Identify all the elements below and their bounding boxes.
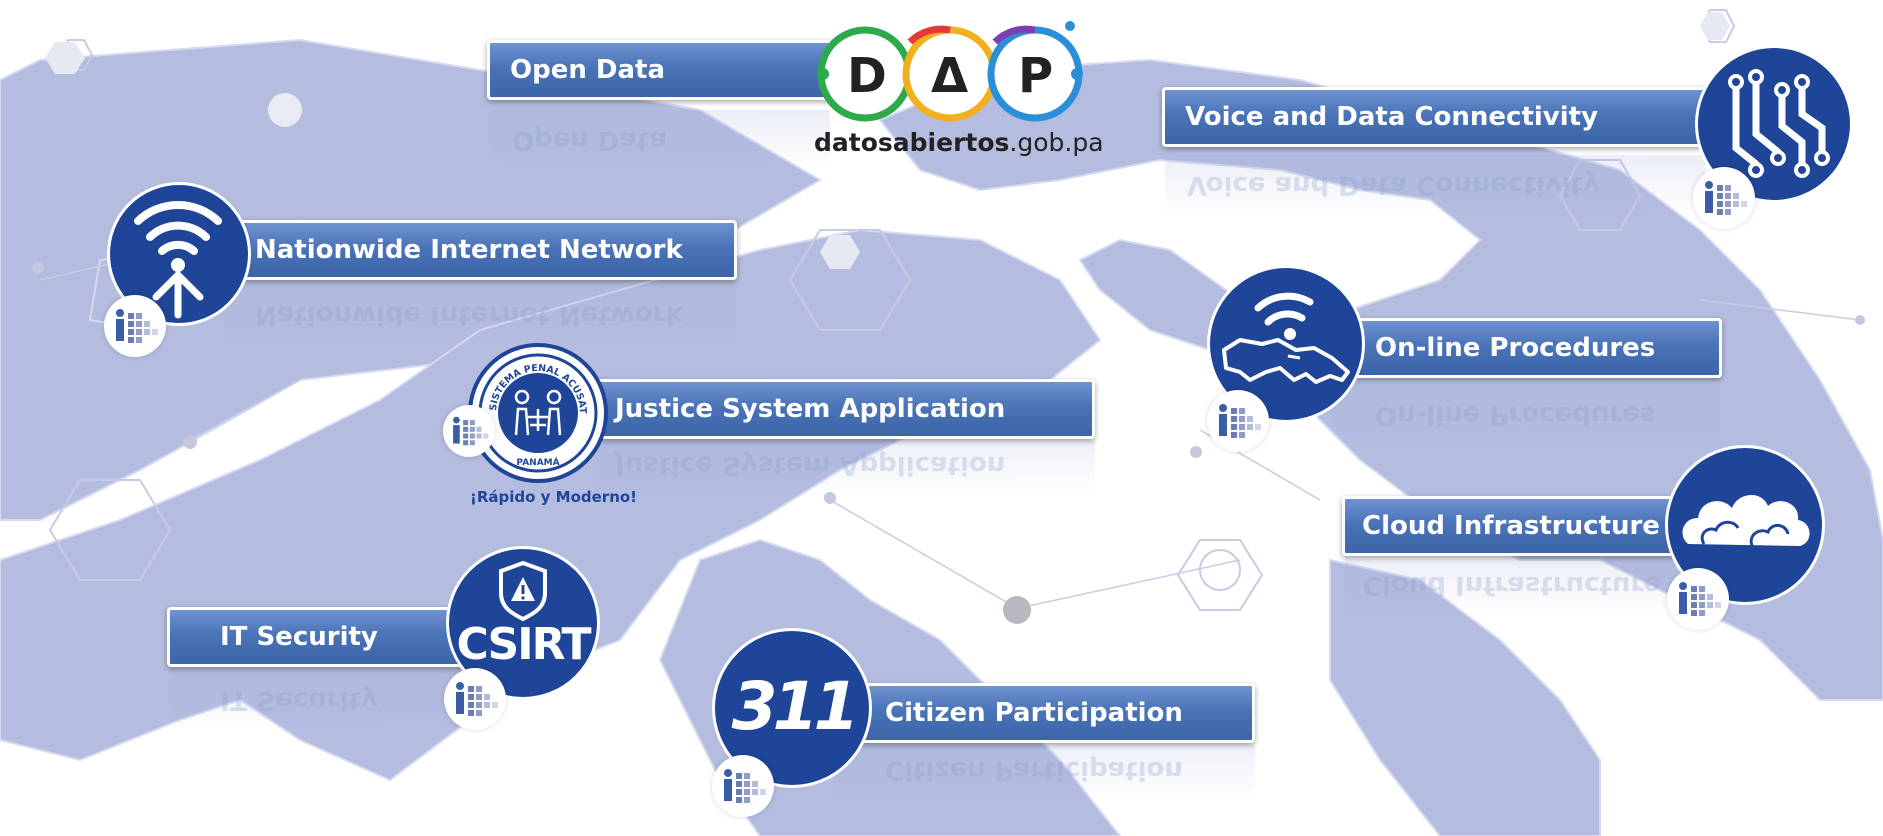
info-badge-internet[interactable] [104, 295, 166, 357]
banner-online-procedures[interactable]: On-line Procedures [1327, 318, 1722, 378]
reflection-citizen: Citizen Participation [835, 740, 1255, 800]
seal-bottom-text: PANAMÁ [516, 456, 559, 468]
info-grid-icon [453, 416, 489, 446]
banner-label: Cloud Infrastructure [1362, 511, 1660, 541]
info-badge-citizen[interactable] [712, 755, 774, 817]
logo-letter-delta: Δ [931, 48, 969, 104]
banner-label: On-line Procedures [1375, 333, 1656, 363]
csirt-circle: CSIRT [446, 546, 600, 700]
info-badge-voice[interactable] [1693, 167, 1755, 229]
info-badge-it-security[interactable] [444, 668, 506, 730]
banner-label: Voice and Data Connectivity [1185, 102, 1599, 132]
panama-wifi-icon [1222, 292, 1350, 384]
info-grid-icon [1219, 404, 1261, 438]
dap-rings-icon [817, 21, 1083, 122]
circuit-icon [1728, 69, 1830, 178]
wifi-upload-icon [134, 201, 222, 319]
cloud-icon [1682, 494, 1810, 547]
info-grid-icon [1679, 582, 1721, 616]
info-badge-justice[interactable] [443, 405, 495, 457]
logo-letter-p: P [1018, 48, 1054, 104]
banner-label: Justice System Application [615, 394, 1006, 424]
reflection-voice-data: Voice and Data Connectivity [1165, 155, 1705, 215]
csirt-text: CSIRT [456, 619, 591, 670]
reflection-cloud: Cloud Infrastructure [1345, 555, 1675, 615]
csirt-icon: CSIRT [456, 560, 594, 670]
banner-justice-system-application[interactable]: Justice System Application [592, 379, 1095, 439]
banner-label: IT Security [220, 622, 378, 652]
banner-citizen-participation[interactable]: Citizen Participation [832, 683, 1255, 743]
banner-cloud-infrastructure[interactable]: Cloud Infrastructure [1342, 496, 1677, 556]
banner-label: Citizen Participation [885, 698, 1183, 728]
datosabiertos-logo: D Δ P datosabiertos.gob.pa [800, 12, 1104, 162]
banner-it-security[interactable]: IT Security [167, 607, 487, 667]
banner-open-data[interactable]: Open Data [487, 40, 837, 100]
info-grid-icon [116, 309, 158, 343]
reflection-it-security: IT Security [170, 670, 490, 730]
banner-label: Open Data [510, 55, 666, 85]
scales-of-justice-icon: SISTEMA PENAL ACUSATORIO PANAMÁ [472, 347, 598, 473]
logo-domain: datosabiertos.gob.pa [814, 128, 1104, 157]
banner-label: Nationwide Internet Network [255, 235, 683, 265]
reflection-online-procedures: On-line Procedures [1330, 385, 1720, 445]
info-badge-online-procedures[interactable] [1207, 390, 1269, 452]
reflection-internet-network: Nationwide Internet Network [225, 285, 735, 345]
wifi-upload-circle [107, 182, 251, 326]
logo-letter-d: D [847, 48, 887, 104]
info-badge-cloud[interactable] [1667, 568, 1729, 630]
info-grid-icon [456, 682, 498, 716]
reflection-justice-system: Justice System Application [595, 435, 1095, 495]
reflection-open-data: Open Data [490, 110, 830, 170]
banner-voice-data-connectivity[interactable]: Voice and Data Connectivity [1162, 87, 1717, 147]
seal-tagline: ¡Rápido y Moderno! [470, 488, 638, 506]
justice-seal: SISTEMA PENAL ACUSATORIO PANAMÁ [468, 343, 608, 483]
311-icon: 311 [732, 668, 860, 745]
info-grid-icon [724, 769, 766, 803]
311-text: 311 [732, 668, 855, 745]
banner-nationwide-internet-network[interactable]: Nationwide Internet Network [222, 220, 737, 280]
info-grid-icon [1705, 181, 1747, 215]
